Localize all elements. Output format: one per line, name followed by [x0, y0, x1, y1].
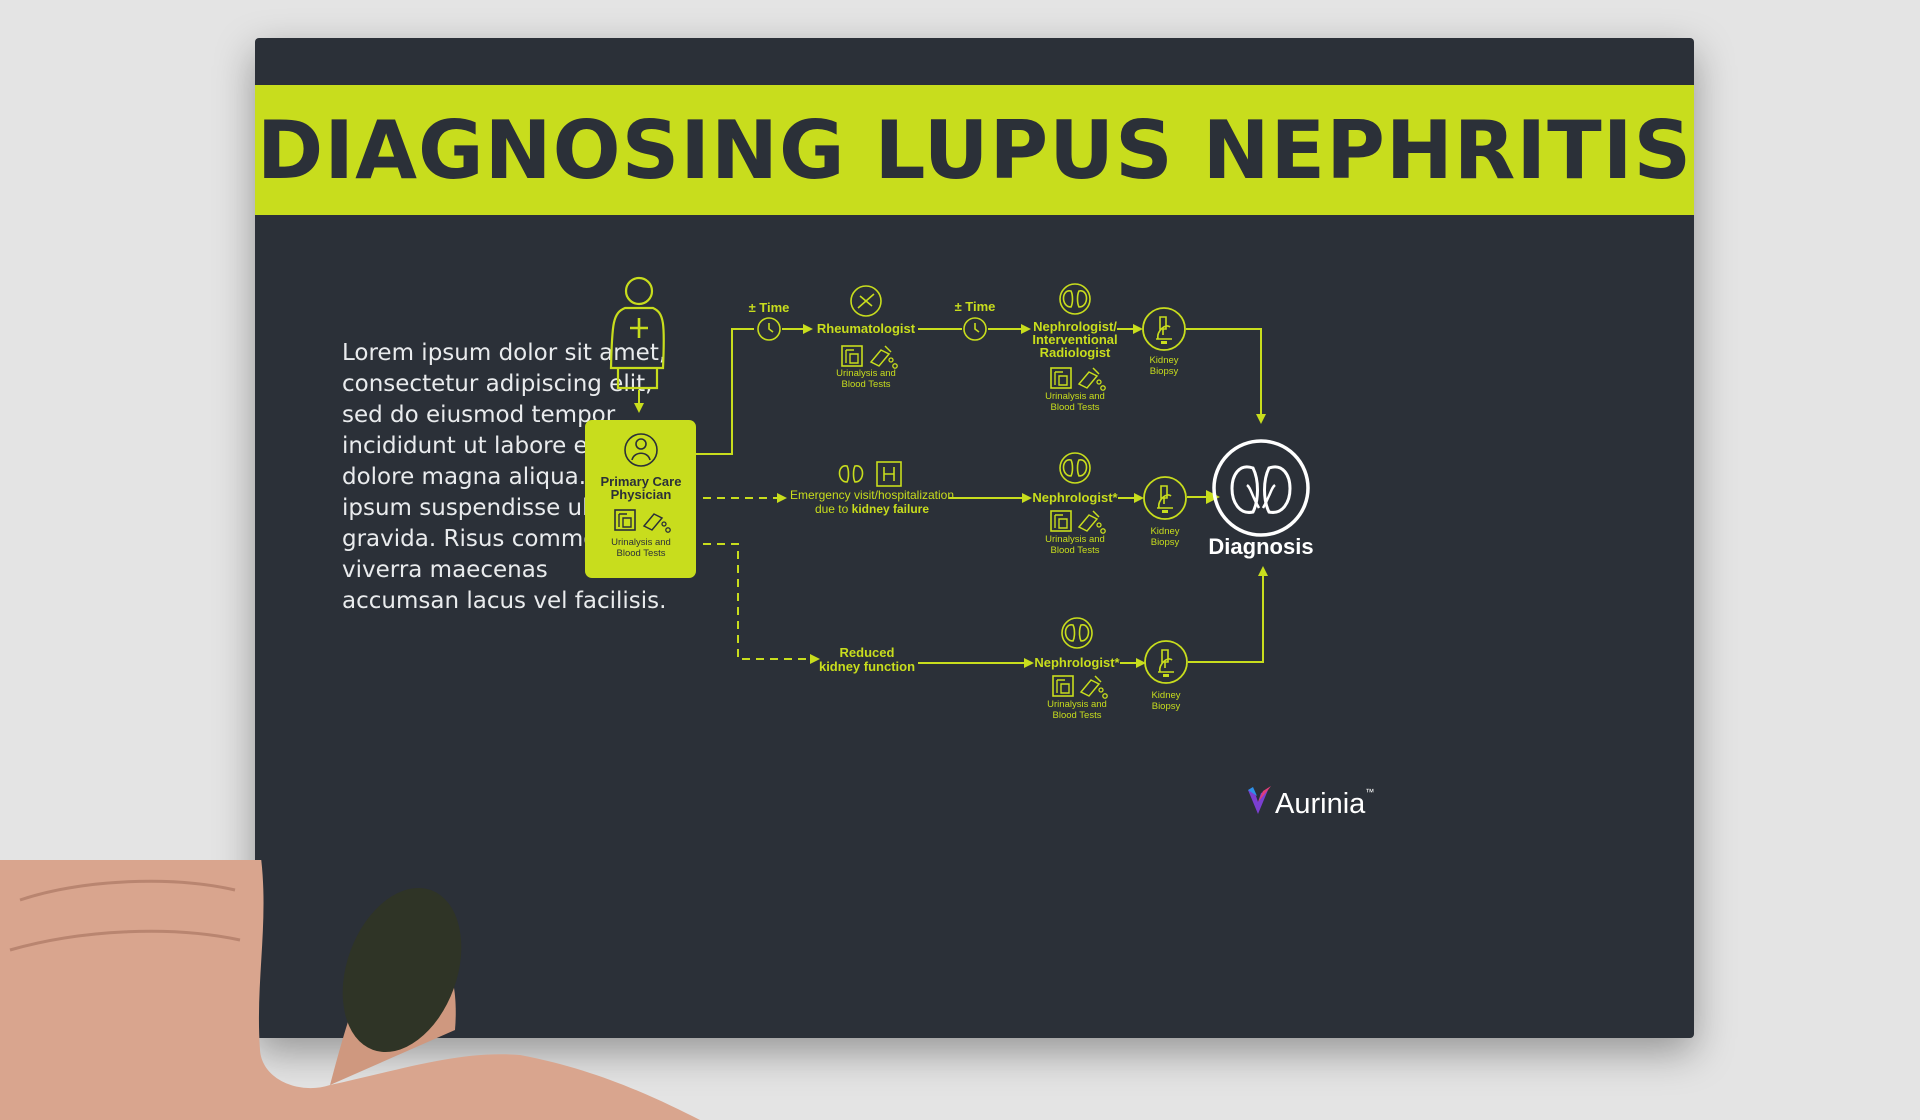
kidney-icon-ring — [1059, 452, 1091, 484]
blood-test-icon — [1078, 367, 1106, 391]
primary-care-label-2: Physician — [611, 487, 672, 502]
urinalysis-icon — [841, 345, 863, 367]
neph-bot-label: Nephrologist* — [1034, 655, 1120, 670]
diagnosis-icon — [1212, 439, 1310, 537]
fingernail — [342, 887, 462, 1053]
connector-top-6 — [1186, 328, 1266, 424]
blood-test-icon — [642, 513, 671, 533]
holding-hand — [0, 860, 700, 1120]
rheumatologist-label: Rheumatologist — [817, 321, 916, 336]
neph-bot-tests-1: Urinalysis and — [1047, 699, 1107, 710]
urinalysis-icon — [1050, 510, 1072, 532]
kidney-icon-ring — [1059, 283, 1091, 315]
page-title: DIAGNOSING LUPUS NEPHRITIS — [256, 103, 1693, 197]
microscope-ring — [1142, 307, 1186, 351]
primary-tests-1: Urinalysis and — [611, 537, 671, 548]
microscope-icon — [1157, 649, 1175, 678]
biopsy-bot-1: Kidney — [1151, 690, 1180, 701]
urinalysis-icon — [614, 509, 636, 531]
primary-care-label-1: Primary Care — [601, 474, 682, 489]
neph-top-2: Interventional — [1032, 332, 1117, 347]
kidney-icon — [838, 465, 864, 483]
reduced-label-2: kidney function — [819, 659, 915, 674]
microscope-icon — [1156, 485, 1174, 514]
emergency-label-2: due to kidney failure — [815, 502, 929, 516]
clock-icon — [963, 317, 987, 341]
flowchart: Primary Care Physician Urinalysis and Bl… — [585, 276, 1374, 820]
primary-tests-2: Blood Tests — [617, 548, 666, 559]
rheumatology-icon — [850, 285, 882, 317]
kidney-icon-ring — [1061, 617, 1093, 649]
time-label-1: ± Time — [749, 300, 790, 315]
neph-top-tests-1: Urinalysis and — [1045, 391, 1105, 402]
biopsy-bot-2: Biopsy — [1152, 701, 1181, 712]
aurinia-logo — [1248, 786, 1271, 814]
neph-top-3: Radiologist — [1040, 345, 1111, 360]
blood-test-icon — [1080, 675, 1108, 699]
biopsy-top-1: Kidney — [1149, 355, 1178, 366]
brand-name: Aurinia™ — [1275, 787, 1374, 820]
blood-test-icon — [1078, 510, 1106, 534]
title-banner: DIAGNOSING LUPUS NEPHRITIS — [255, 85, 1694, 215]
biopsy-mid-2: Biopsy — [1151, 537, 1180, 548]
neph-mid-tests-2: Blood Tests — [1051, 545, 1100, 556]
urinalysis-icon — [1050, 367, 1072, 389]
neph-bot-tests-2: Blood Tests — [1053, 710, 1102, 721]
physician-icon — [609, 276, 665, 390]
emergency-label-1: Emergency visit/hospitalization — [790, 488, 954, 502]
microscope-ring — [1143, 476, 1187, 520]
kidney-icon — [1062, 459, 1088, 477]
connector-bot-1 — [703, 543, 820, 664]
microscope-ring — [1144, 640, 1188, 684]
doctor-badge-icon — [624, 433, 658, 467]
diagnosis-label: Diagnosis — [1208, 534, 1313, 559]
reduced-label-1: Reduced — [840, 645, 895, 660]
neph-top-tests-2: Blood Tests — [1051, 402, 1100, 413]
neph-mid-tests-1: Urinalysis and — [1045, 534, 1105, 545]
biopsy-top-2: Biopsy — [1150, 366, 1179, 377]
rheum-tests-2: Blood Tests — [842, 379, 891, 390]
infographic-card: DIAGNOSING LUPUS NEPHRITIS Lorem ipsum d… — [255, 38, 1694, 1038]
rheum-tests-1: Urinalysis and — [836, 368, 896, 379]
blood-test-icon — [870, 345, 898, 369]
primary-care-box — [585, 420, 696, 578]
neph-mid-label: Nephrologist* — [1032, 490, 1118, 505]
kidney-icon — [1062, 290, 1088, 308]
connector-top-1 — [696, 328, 754, 455]
neph-top-1: Nephrologist/ — [1033, 319, 1117, 334]
connector-bot-4 — [1188, 566, 1268, 663]
kidney-icon — [1064, 624, 1090, 642]
time-label-2: ± Time — [955, 299, 996, 314]
hospital-icon — [876, 461, 902, 487]
biopsy-mid-1: Kidney — [1150, 526, 1179, 537]
urinalysis-icon — [1052, 675, 1074, 697]
microscope-icon — [1155, 316, 1173, 345]
clock-icon — [757, 317, 781, 341]
